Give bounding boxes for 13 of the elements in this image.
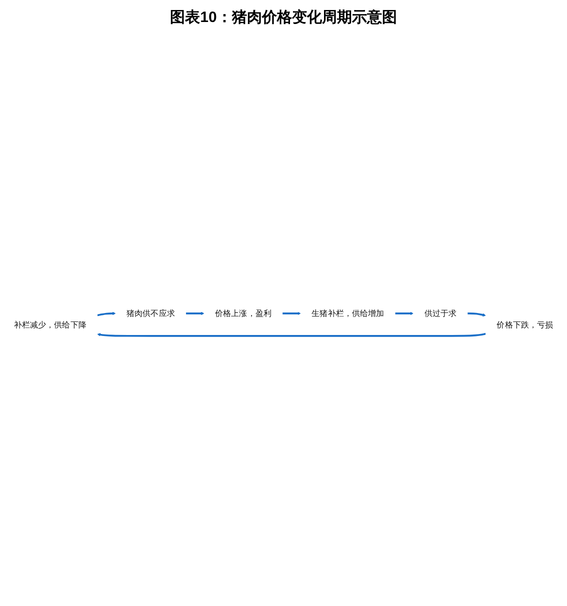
arrow (186, 312, 204, 316)
node-text: 猪肉供不应求 (126, 309, 175, 318)
diagram-title: 图表10：猪肉价格变化周期示意图 (170, 8, 397, 27)
node-text: 补栏减少，供给下降 (14, 320, 86, 330)
node-text: 价格上涨，盈利 (215, 309, 272, 318)
arrow (282, 312, 301, 316)
node-text: 生猪补栏，供给增加 (312, 309, 384, 318)
arrow (467, 312, 486, 317)
node-text: 供过于求 (424, 309, 456, 318)
arrow (395, 312, 414, 316)
node-text: 价格下跌，亏损 (496, 320, 554, 330)
arrow (97, 333, 486, 338)
arrow (97, 312, 116, 317)
